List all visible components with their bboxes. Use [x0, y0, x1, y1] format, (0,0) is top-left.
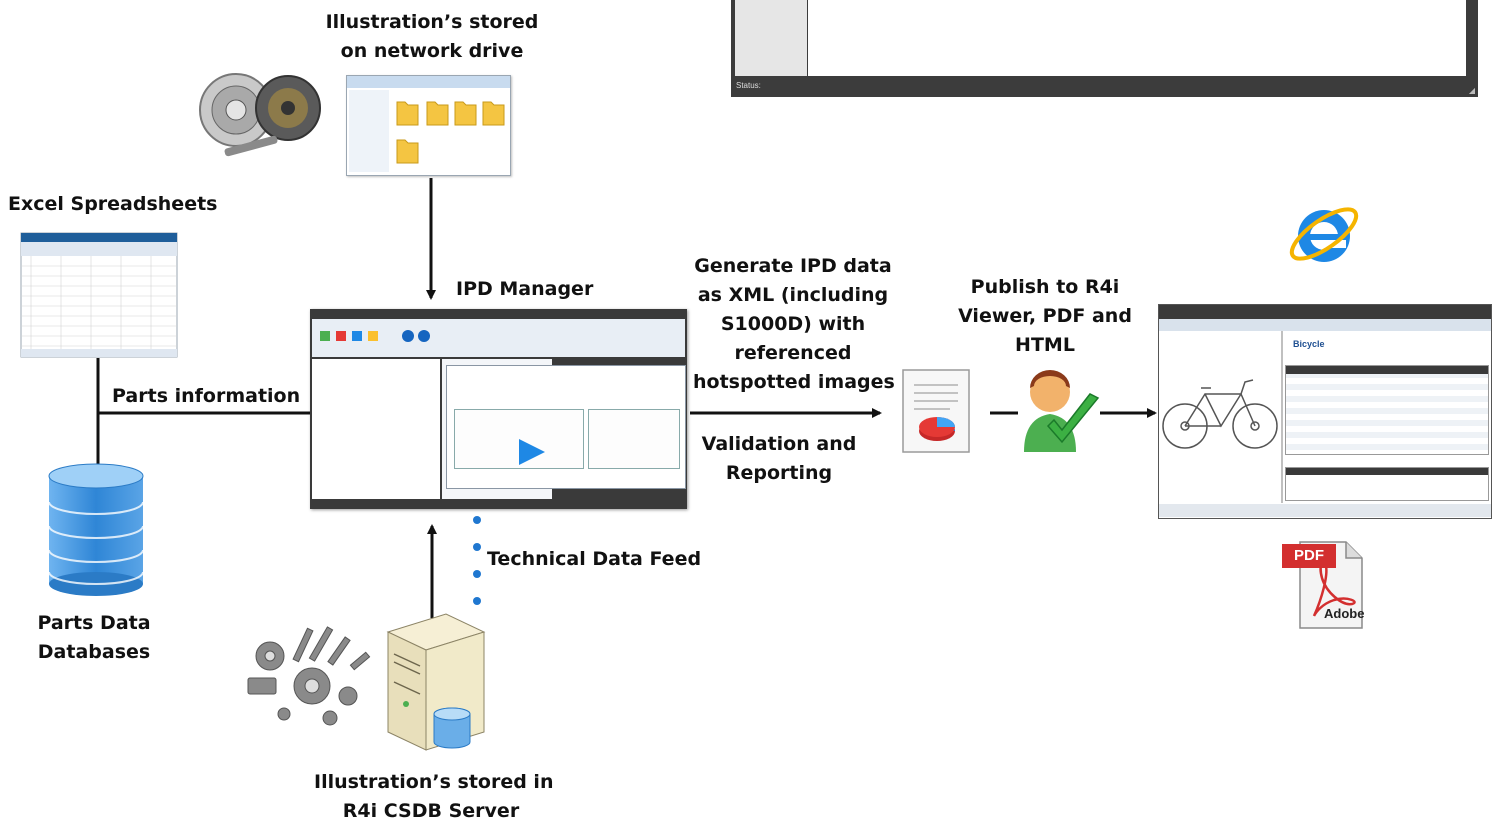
- technical-parts-image: [247, 626, 371, 726]
- pdf-badge: PDF: [1282, 544, 1336, 568]
- ipd-manager-window: [310, 309, 687, 509]
- lower-table-header: [1286, 468, 1488, 475]
- viewer-title: Bicycle: [1293, 339, 1325, 349]
- pdf-document-icon[interactable]: PDF Adobe: [1282, 540, 1364, 630]
- r4i-viewer-window: Bicycle: [1158, 304, 1492, 519]
- parts-database-icon: [48, 463, 144, 596]
- top-window: Status: ◢: [731, 0, 1478, 97]
- viewer-titlebar: [1159, 305, 1491, 319]
- clutch-parts-image: [199, 73, 321, 157]
- excel-label: Excel Spreadsheets: [8, 193, 218, 215]
- folder-icons: [396, 101, 505, 164]
- viewer-statusbar: [1159, 504, 1491, 517]
- excel-spreadsheet-thumbnail: [20, 232, 178, 358]
- window-nav-pane: [349, 90, 389, 172]
- parts-info-label: Parts information: [112, 385, 301, 407]
- top-window-left-pane: [735, 0, 807, 76]
- lower-table: [1285, 467, 1489, 501]
- parts-table-header: [1286, 366, 1488, 374]
- internet-explorer-icon[interactable]: [1284, 196, 1364, 272]
- ribbon-icons: [320, 330, 430, 342]
- ipd-manager-label: IPD Manager: [456, 278, 594, 300]
- viewer-divider: [1281, 331, 1283, 503]
- tech-feed-label: Technical Data Feed: [487, 548, 702, 570]
- bicycle-illustration: [1162, 379, 1278, 449]
- dialog-table: [588, 409, 680, 469]
- report-document-icon: [902, 369, 970, 453]
- csdb-server-icon: [386, 613, 486, 751]
- network-drive-window: [346, 75, 511, 176]
- viewer-toolbar: [1159, 319, 1491, 331]
- publisher-user-icon: [1024, 370, 1100, 452]
- parts-table: [1285, 365, 1489, 455]
- play-arrow-icon: [519, 439, 545, 465]
- resize-grip-icon[interactable]: ◢: [1468, 86, 1475, 95]
- top-window-status: Status:: [736, 81, 761, 90]
- top-window-content: [808, 0, 1466, 76]
- tree-pane: [312, 359, 440, 499]
- window-titlebar: [347, 76, 510, 88]
- pdf-brand-label: Adobe: [1324, 606, 1365, 621]
